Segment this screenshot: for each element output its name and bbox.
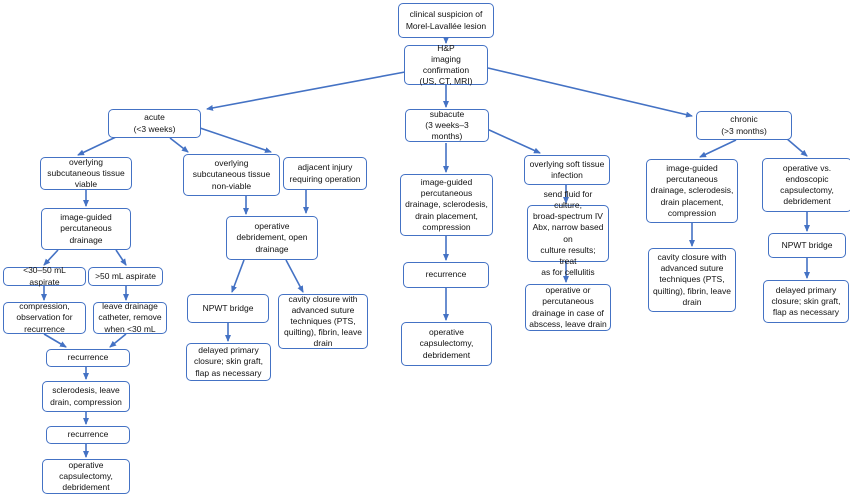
arrow bbox=[231, 259, 245, 293]
node-acute: acute (<3 weeks) bbox=[108, 109, 201, 138]
arrow bbox=[699, 139, 737, 158]
arrow bbox=[199, 127, 272, 153]
node-adjacent-injury: adjacent injury requiring operation bbox=[283, 157, 367, 190]
arrow bbox=[486, 128, 541, 154]
node-operative-capsulectomy-1: operative capsulectomy, debridement bbox=[42, 459, 130, 494]
node-chronic-drainage: image-guided percutaneous drainage, scle… bbox=[646, 159, 738, 223]
node-recurrence-2: recurrence bbox=[46, 426, 130, 444]
node-npwt-bridge-1: NPWT bridge bbox=[187, 294, 269, 323]
arrow bbox=[43, 333, 67, 348]
node-recurrence-1: recurrence bbox=[46, 349, 130, 367]
node-sclerodesis: sclerodesis, leave drain, compression bbox=[42, 381, 130, 412]
node-large-aspirate: >50 mL aspirate bbox=[88, 267, 163, 286]
arrow bbox=[115, 249, 127, 266]
node-leave-catheter: leave drainage catheter, remove when <30… bbox=[93, 301, 167, 334]
node-chronic: chronic (>3 months) bbox=[696, 111, 792, 140]
node-cavity-closure-1: cavity closure with advanced suture tech… bbox=[278, 294, 368, 349]
node-operative-percutaneous: operative or percutaneous drainage in ca… bbox=[525, 284, 611, 331]
node-hp-imaging: H&P imaging confirmation (US, CT, MRI) bbox=[404, 43, 488, 86]
node-small-aspirate: <30–50 mL aspirate bbox=[3, 265, 86, 287]
node-subacute-recurrence: recurrence bbox=[403, 262, 489, 288]
node-tissue-nonviable: overlying subcutaneous tissue non-viable bbox=[183, 154, 280, 196]
arrow bbox=[206, 71, 406, 111]
node-send-fluid-culture: send fluid for culture, broad-spectrum I… bbox=[527, 189, 609, 277]
arrow bbox=[43, 249, 59, 266]
node-subacute-capsulectomy: operative capsulectomy, debridement bbox=[401, 322, 492, 366]
arrow bbox=[487, 67, 693, 118]
node-tissue-viable: overlying subcutaneous tissue viable bbox=[40, 157, 132, 190]
node-compression-observation: compression, observation for recurrence bbox=[3, 301, 86, 334]
node-chronic-capsulectomy: operative vs. endoscopic capsulectomy, d… bbox=[762, 158, 850, 212]
node-delayed-closure-2: delayed primary closure; skin graft, fla… bbox=[763, 280, 849, 323]
node-image-guided-drainage: image-guided percutaneous drainage bbox=[41, 208, 131, 250]
node-chronic-cavity-closure: cavity closure with advanced suture tech… bbox=[648, 248, 736, 312]
node-subacute: subacute (3 weeks–3 months) bbox=[405, 109, 489, 142]
arrow bbox=[285, 259, 304, 293]
arrow bbox=[785, 137, 808, 157]
node-delayed-closure-1: delayed primary closure; skin graft, fla… bbox=[186, 343, 271, 381]
node-subacute-drainage: image-guided percutaneous drainage, scle… bbox=[400, 174, 493, 236]
arrow bbox=[77, 135, 119, 156]
arrow bbox=[109, 333, 127, 348]
node-operative-debridement: operative debridement, open drainage bbox=[226, 216, 318, 260]
arrow bbox=[169, 137, 189, 153]
node-soft-tissue-infection: overlying soft tissue infection bbox=[524, 155, 610, 185]
node-clinical-suspicion: clinical suspicion of Morel-Lavallée les… bbox=[398, 3, 494, 38]
node-npwt-bridge-2: NPWT bridge bbox=[768, 233, 846, 258]
